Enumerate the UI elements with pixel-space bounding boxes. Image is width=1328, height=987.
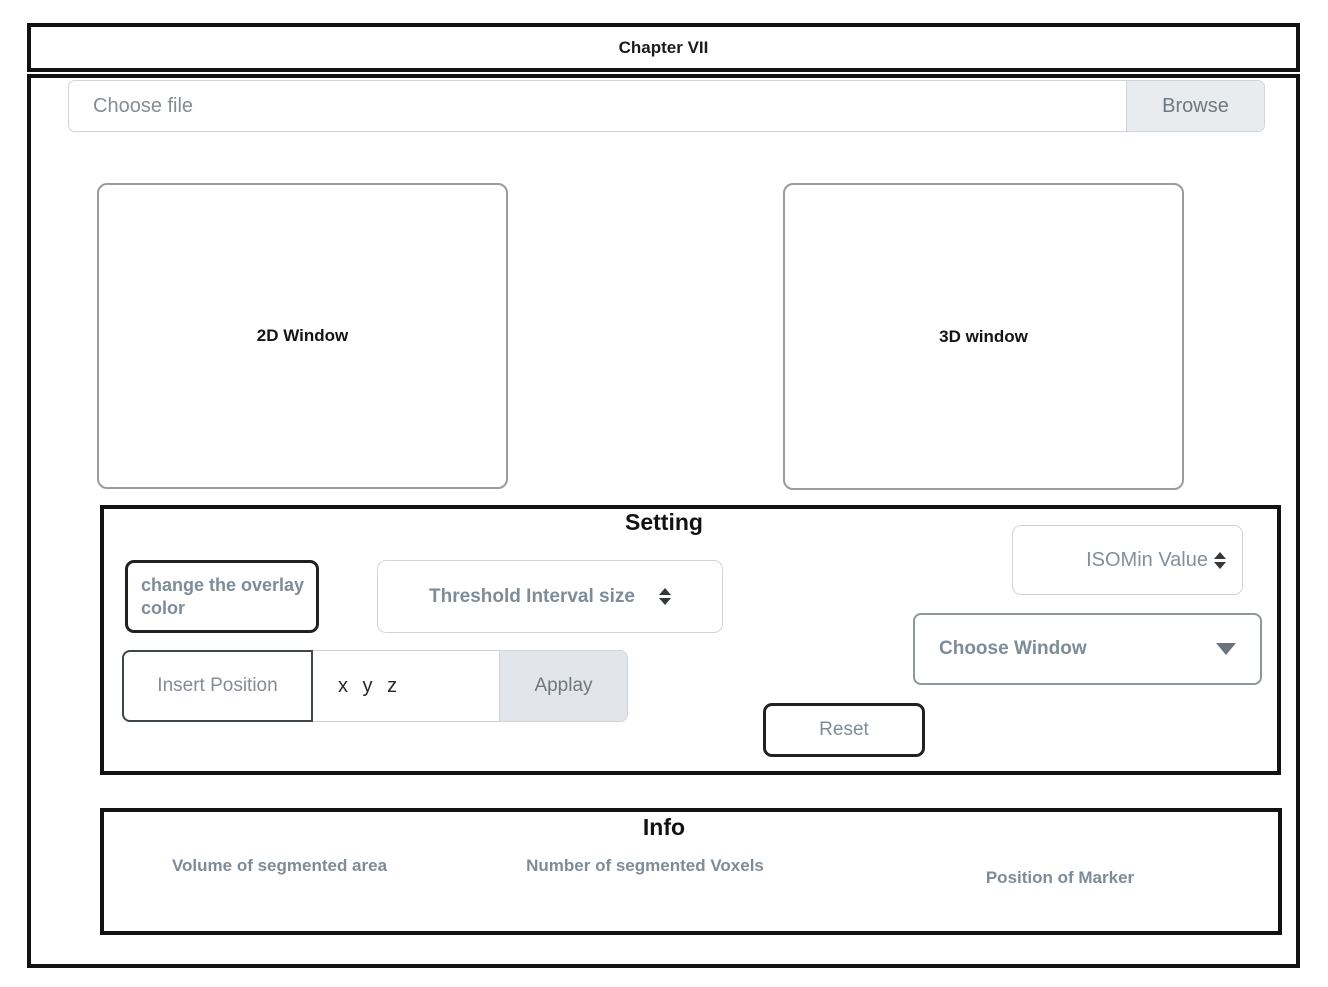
threshold-interval-label: Threshold Interval size	[429, 585, 635, 607]
viewport-3d-window[interactable]: 3D window	[783, 183, 1184, 490]
sorter-icon[interactable]	[658, 588, 671, 605]
choose-window-dropdown[interactable]: Choose Window	[913, 613, 1262, 685]
browse-button[interactable]: Browse	[1126, 81, 1264, 131]
choose-window-label: Choose Window	[939, 638, 1087, 659]
sorter-icon[interactable]	[1214, 551, 1226, 569]
isomin-value-spinner[interactable]: ISOMin Value	[1012, 525, 1243, 595]
info-title: Info	[642, 814, 686, 840]
file-input[interactable]: Choose file	[93, 94, 194, 117]
setting-title: Setting	[625, 509, 703, 535]
apply-button[interactable]: Applay	[499, 651, 627, 721]
threshold-interval-spinner[interactable]: Threshold Interval size	[377, 560, 723, 633]
page-title: Chapter VII	[618, 37, 709, 57]
reset-button[interactable]: Reset	[763, 703, 925, 757]
viewport-2d-window[interactable]: 2D Window	[97, 183, 508, 489]
insert-position-group: Insert Position x y z Applay	[122, 650, 628, 722]
change-overlay-color-button[interactable]: change the overlay color	[125, 560, 319, 633]
position-xyz-input[interactable]: x y z	[338, 674, 398, 697]
info-section	[100, 808, 1282, 935]
volume-segmented-area-label: Volume of segmented area	[171, 856, 388, 875]
title-bar: Chapter VII	[27, 23, 1300, 72]
file-input-group[interactable]: Choose file Browse	[68, 80, 1265, 132]
viewport-3d-label: 3D window	[939, 326, 1028, 346]
number-segmented-voxels-label: Number of segmented Voxels	[526, 856, 764, 875]
isomin-value-label: ISOMin Value	[1086, 548, 1208, 571]
viewport-2d-label: 2D Window	[256, 326, 349, 345]
position-of-marker-label: Position of Marker	[985, 868, 1135, 887]
insert-position-label: Insert Position	[122, 650, 313, 722]
caret-down-icon	[1216, 643, 1236, 655]
